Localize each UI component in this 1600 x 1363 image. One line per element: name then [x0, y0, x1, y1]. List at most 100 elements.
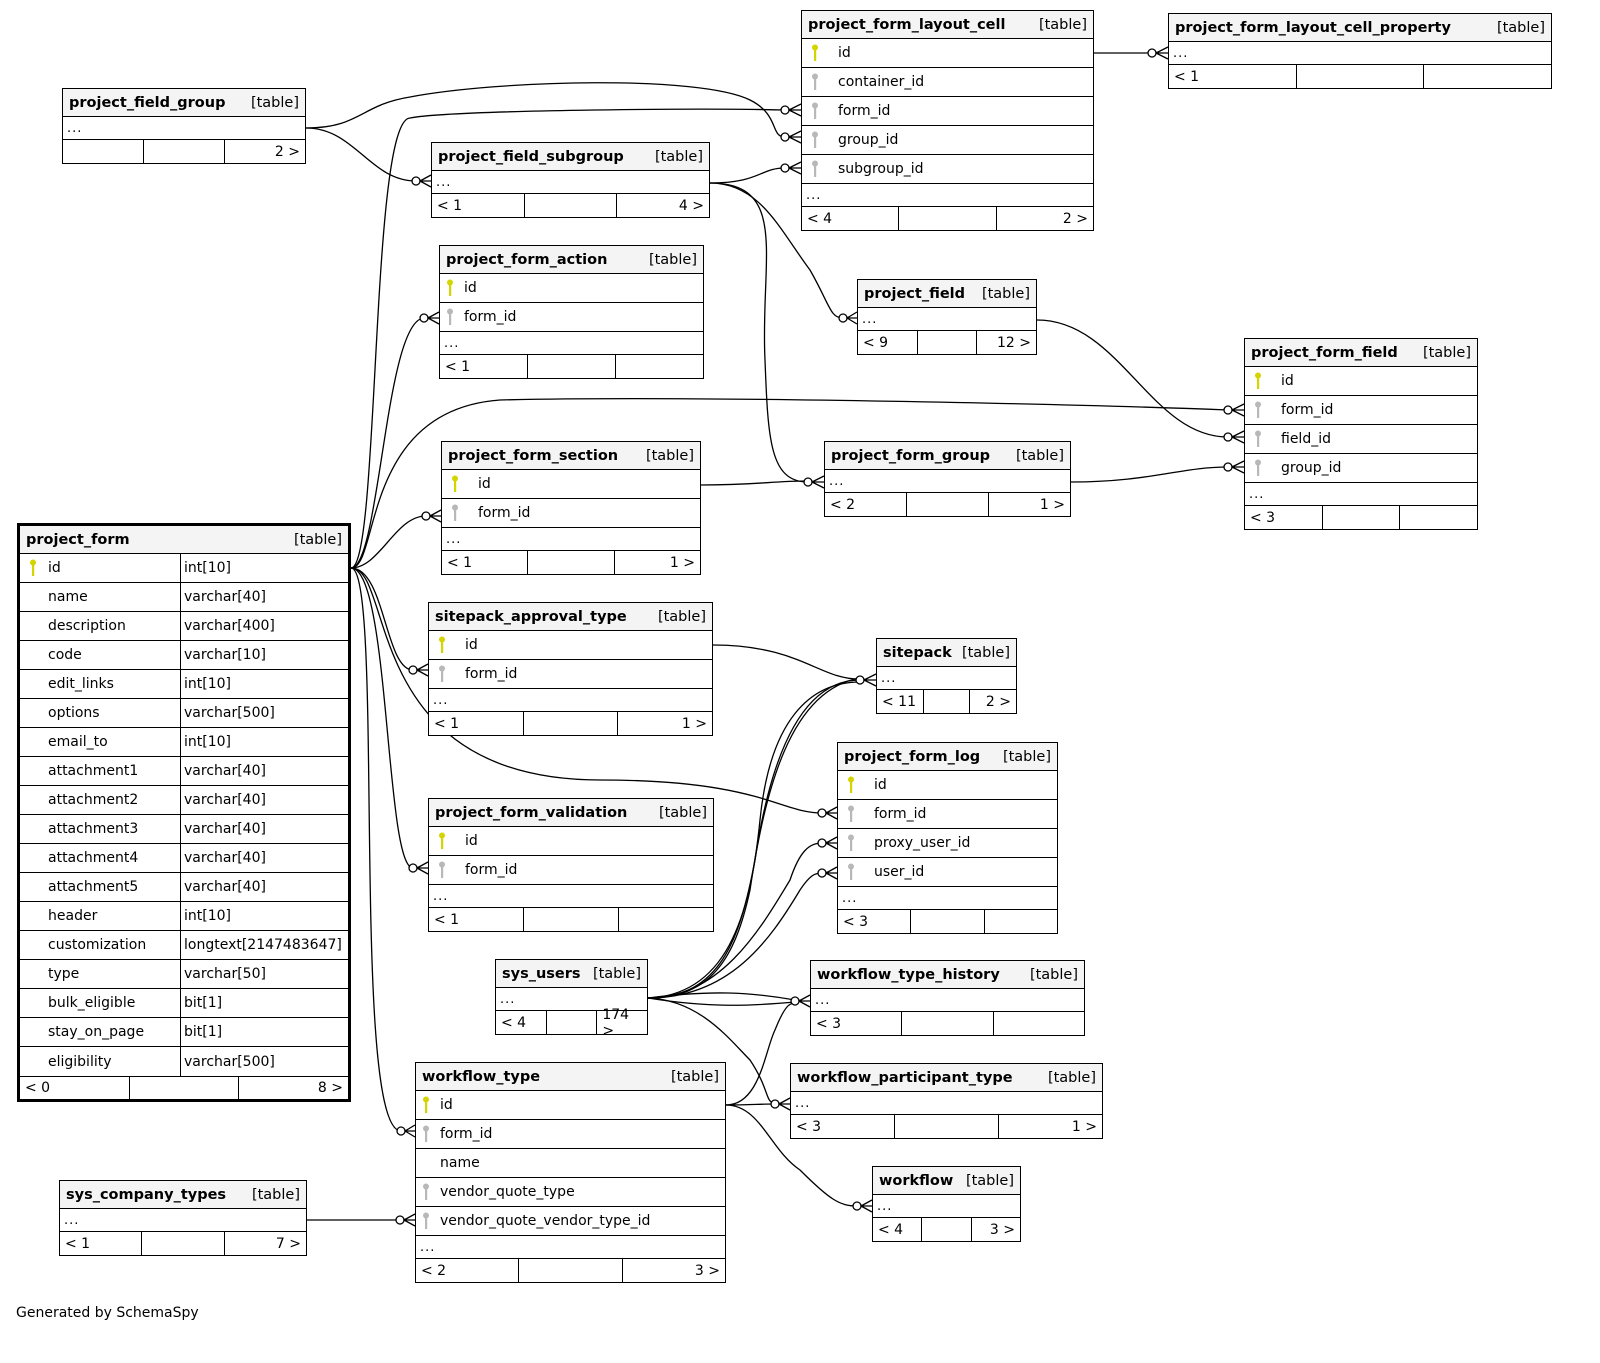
children-count[interactable]: 2 > — [995, 207, 1093, 230]
parents-count[interactable]: < 0 — [25, 1080, 51, 1096]
column-row[interactable]: form_id — [838, 800, 1057, 829]
column-row[interactable]: vendor_quote_vendor_type_id — [416, 1207, 725, 1236]
children-count[interactable]: 174 > — [596, 1007, 647, 1039]
column-row[interactable]: form_id — [440, 303, 703, 332]
column-row[interactable]: form_id — [429, 660, 712, 689]
children-count[interactable] — [1399, 506, 1477, 529]
column-row[interactable]: name — [416, 1149, 725, 1178]
column-row[interactable]: options varchar[500] — [20, 699, 348, 728]
parents-count[interactable]: < 3 — [1250, 509, 1276, 526]
column-row[interactable]: description varchar[400] — [20, 612, 348, 641]
column-row[interactable]: email_to int[10] — [20, 728, 348, 757]
parents-count[interactable]: < 2 — [421, 1262, 447, 1279]
column-row[interactable]: user_id — [838, 858, 1057, 887]
children-count[interactable] — [992, 1012, 1084, 1035]
table-project-field-subgroup[interactable]: project_field_subgroup [table]... < 1 4 … — [431, 142, 710, 218]
children-count[interactable] — [618, 908, 713, 931]
table-project-form-action[interactable]: project_form_action [table] id form_id..… — [439, 245, 704, 379]
parents-count[interactable]: < 1 — [447, 554, 473, 571]
parents-count[interactable]: < 1 — [434, 911, 460, 928]
column-row[interactable]: field_id — [1245, 425, 1477, 454]
column-row[interactable]: form_id — [429, 856, 713, 885]
column-row[interactable]: customization longtext[2147483647] — [20, 931, 348, 960]
column-row[interactable]: id — [440, 274, 703, 303]
children-count[interactable]: 1 > — [617, 712, 712, 735]
children-count[interactable] — [1423, 65, 1551, 88]
column-row[interactable]: attachment1 varchar[40] — [20, 757, 348, 786]
children-count[interactable]: 1 > — [613, 551, 700, 574]
column-row[interactable]: form_id — [802, 97, 1093, 126]
children-count[interactable]: 7 > — [223, 1232, 306, 1255]
table-sys-users[interactable]: sys_users [table]... < 4 174 > — [495, 959, 648, 1039]
column-row[interactable]: id — [442, 470, 700, 499]
table-project-form-layout-cell[interactable]: project_form_layout_cell [table] id cont… — [801, 10, 1094, 231]
column-row[interactable]: code varchar[10] — [20, 641, 348, 670]
column-row[interactable]: attachment2 varchar[40] — [20, 786, 348, 815]
column-row[interactable]: id — [416, 1091, 725, 1120]
parents-count[interactable]: < 1 — [437, 197, 463, 214]
children-count[interactable]: 3 > — [621, 1259, 725, 1282]
table-project-form-group[interactable]: project_form_group [table]... < 2 1 > — [824, 441, 1071, 517]
parents-count[interactable]: < 1 — [1174, 68, 1200, 85]
column-row[interactable]: header int[10] — [20, 902, 348, 931]
table-project-form[interactable]: project_form [table] id int[10] name var… — [17, 523, 351, 1102]
column-row[interactable]: subgroup_id — [802, 155, 1093, 184]
children-count[interactable] — [615, 355, 703, 378]
column-row[interactable]: form_id — [442, 499, 700, 528]
parents-count[interactable]: < 1 — [434, 715, 460, 732]
column-row[interactable]: attachment3 varchar[40] — [20, 815, 348, 844]
column-row[interactable]: form_id — [416, 1120, 725, 1149]
column-row[interactable]: proxy_user_id — [838, 829, 1057, 858]
parents-count[interactable]: < 4 — [878, 1221, 904, 1238]
column-row[interactable]: id — [1245, 367, 1477, 396]
column-row[interactable]: form_id — [1245, 396, 1477, 425]
column-row[interactable]: container_id — [802, 68, 1093, 97]
column-row[interactable]: id int[10] — [20, 554, 348, 583]
table-project-form-layout-cell-property[interactable]: project_form_layout_cell_property [table… — [1168, 13, 1552, 89]
parents-count[interactable]: < 1 — [445, 358, 471, 375]
column-row[interactable]: group_id — [802, 126, 1093, 155]
parents-count[interactable]: < 4 — [807, 210, 833, 227]
children-count[interactable]: 2 > — [969, 690, 1016, 713]
column-row[interactable]: id — [838, 771, 1057, 800]
parents-count[interactable]: < 3 — [816, 1015, 842, 1032]
column-row[interactable]: id — [429, 827, 713, 856]
parents-count[interactable]: < 1 — [65, 1235, 91, 1252]
parents-count[interactable]: < 4 — [501, 1014, 527, 1031]
table-sitepack[interactable]: sitepack [table]... < 11 2 > — [876, 638, 1017, 714]
table-sys-company-types[interactable]: sys_company_types [table]... < 1 7 > — [59, 1180, 307, 1256]
column-row[interactable]: id — [802, 39, 1093, 68]
parents-count[interactable]: < 2 — [830, 496, 856, 513]
column-row[interactable]: type varchar[50] — [20, 960, 348, 989]
table-sitepack-approval-type[interactable]: sitepack_approval_type [table] id form_i… — [428, 602, 713, 736]
children-count[interactable]: 2 > — [224, 140, 305, 163]
parents-count[interactable]: < 3 — [796, 1118, 822, 1135]
column-row[interactable]: eligibility varchar[500] — [20, 1047, 348, 1076]
parents-count[interactable]: < 9 — [863, 334, 889, 351]
column-row[interactable]: vendor_quote_type — [416, 1178, 725, 1207]
table-project-form-field[interactable]: project_form_field [table] id form_id fi… — [1244, 338, 1478, 530]
column-row[interactable]: group_id — [1245, 454, 1477, 483]
table-workflow-type[interactable]: workflow_type [table] id form_id name ve… — [415, 1062, 726, 1283]
children-count[interactable]: 12 > — [976, 331, 1036, 354]
table-project-field-group[interactable]: project_field_group [table]... 2 > — [62, 88, 306, 164]
table-project-form-log[interactable]: project_form_log [table] id form_id prox… — [837, 742, 1058, 934]
parents-count[interactable]: < 11 — [882, 693, 916, 710]
table-project-form-section[interactable]: project_form_section [table] id form_id.… — [441, 441, 701, 575]
column-row[interactable]: bulk_eligible bit[1] — [20, 989, 348, 1018]
children-count[interactable]: 8 > — [238, 1077, 348, 1099]
table-workflow[interactable]: workflow [table]... < 4 3 > — [872, 1166, 1021, 1242]
column-row[interactable]: attachment4 varchar[40] — [20, 844, 348, 873]
parents-count[interactable]: < 3 — [843, 913, 869, 930]
column-row[interactable]: edit_links int[10] — [20, 670, 348, 699]
table-workflow-type-history[interactable]: workflow_type_history [table]... < 3 — [810, 960, 1085, 1036]
column-row[interactable]: name varchar[40] — [20, 583, 348, 612]
column-row[interactable]: stay_on_page bit[1] — [20, 1018, 348, 1047]
children-count[interactable]: 4 > — [616, 194, 709, 217]
parents-count[interactable] — [63, 140, 143, 163]
children-count[interactable]: 1 > — [998, 1115, 1102, 1138]
table-workflow-participant-type[interactable]: workflow_participant_type [table]... < 3… — [790, 1063, 1103, 1139]
column-row[interactable]: id — [429, 631, 712, 660]
column-row[interactable]: attachment5 varchar[40] — [20, 873, 348, 902]
children-count[interactable]: 3 > — [970, 1218, 1020, 1241]
